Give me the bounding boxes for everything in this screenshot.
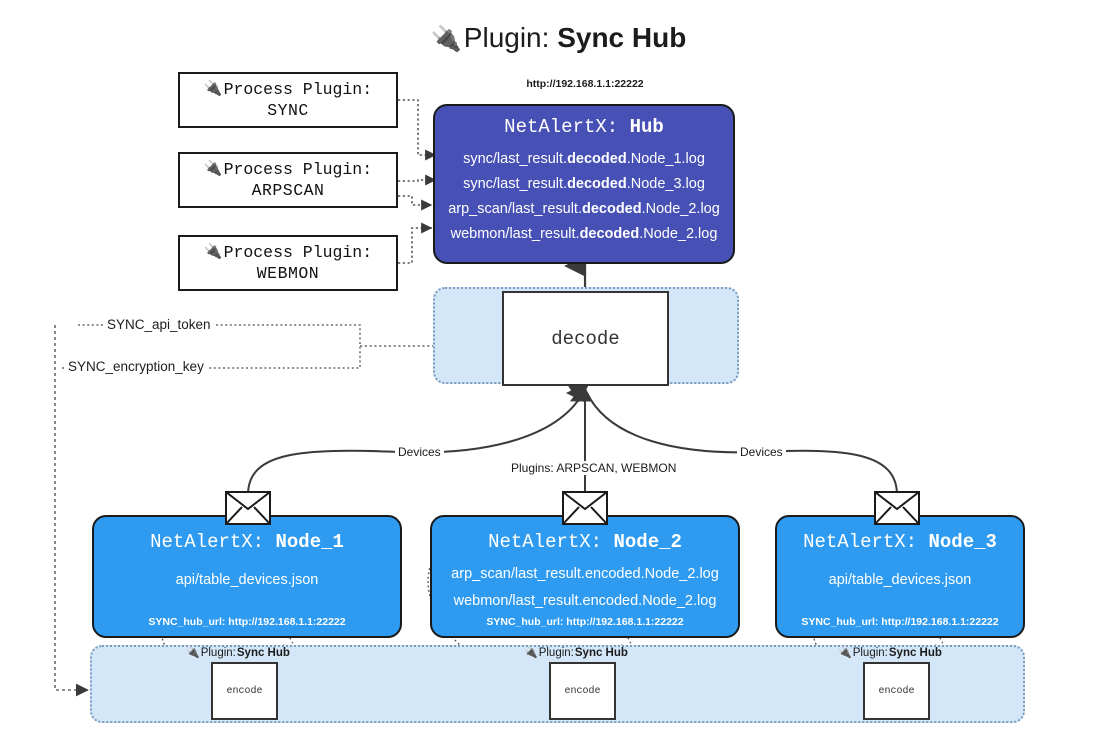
hub-log-bold: decoded: [567, 151, 627, 167]
plug-icon: 🔌: [524, 647, 538, 659]
devices-label-right: Devices: [737, 445, 786, 459]
hub-log-pre: webmon/last_result.: [450, 226, 580, 242]
hub-log-pre: sync/last_result.: [463, 151, 568, 167]
decode-label: decode: [551, 327, 620, 350]
hub-header-name: Hub: [629, 116, 664, 138]
encoder-plugin-label-2: 🔌 Plugin: Sync Hub: [524, 646, 628, 660]
hub-node[interactable]: NetAlertX: Hub sync/last_result.decoded.…: [433, 104, 735, 264]
page-title: 🔌Plugin: Sync Hub: [0, 18, 1117, 59]
encoder-plugin-label-1: 🔌 Plugin: Sync Hub: [186, 646, 290, 660]
encoder-plugin-lead: Plugin:: [200, 646, 236, 659]
encoder-plugin-lead: Plugin:: [852, 646, 888, 659]
encoder-plugin-lead: Plugin:: [538, 646, 574, 659]
sync-encryption-key-label: SYNC_encryption_key: [64, 359, 208, 374]
node-body: arp_scan/last_result.encoded.Node_2.log …: [432, 561, 738, 615]
node-header: NetAlertX: Node_1: [94, 531, 400, 553]
plug-icon: 🔌: [203, 160, 223, 178]
node-box-node-3[interactable]: NetAlertX: Node_3 api/table_devices.json…: [775, 515, 1025, 638]
page-title-strong: Sync Hub: [557, 22, 687, 53]
hub-header: NetAlertX: Hub: [435, 116, 733, 138]
hub-log-line: webmon/last_result.decoded.Node_2.log: [435, 222, 733, 247]
process-plugin-name: WEBMON: [256, 264, 320, 283]
decode-box[interactable]: decode: [502, 291, 669, 386]
envelope-icon: [562, 491, 608, 525]
node-log-line: api/table_devices.json: [828, 572, 972, 588]
encoder-plugin-label-3: 🔌 Plugin: Sync Hub: [838, 646, 942, 660]
node-log-line: arp_scan/last_result.encoded.Node_2.log: [451, 566, 719, 582]
encoder-plugin-name: Sync Hub: [574, 646, 628, 659]
envelope-icon: [874, 491, 920, 525]
node-box-node-1[interactable]: NetAlertX: Node_1 api/table_devices.json…: [92, 515, 402, 638]
process-plugin-label: Process Plugin:: [223, 79, 373, 99]
node-box-node-2[interactable]: NetAlertX: Node_2 arp_scan/last_result.e…: [430, 515, 740, 638]
hub-log-bold: decoded: [567, 176, 627, 192]
process-plugin-line1: 🔌 Process Plugin:: [204, 159, 372, 180]
hub-log-line: arp_scan/last_result.decoded.Node_2.log: [435, 197, 733, 222]
node-body: api/table_devices.json: [777, 567, 1023, 594]
plugins-label-center: Plugins: ARPSCAN, WEBMON: [508, 461, 680, 475]
hub-log-pre: arp_scan/last_result.: [448, 201, 582, 217]
node-header: NetAlertX: Node_3: [777, 531, 1023, 553]
node-header-prefix: NetAlertX:: [150, 531, 265, 553]
process-plugin-box-sync[interactable]: 🔌 Process Plugin: SYNC: [178, 72, 398, 128]
hub-log-post: .Node_3.log: [626, 176, 705, 192]
plug-icon: 🔌: [203, 243, 223, 261]
envelope-icon: [225, 491, 271, 525]
node-log-line: webmon/last_result.encoded.Node_2.log: [453, 593, 717, 609]
hub-log-bold: decoded: [579, 226, 640, 242]
encode-box-1[interactable]: encode: [211, 662, 278, 720]
hub-log-pre: sync/last_result.: [463, 176, 568, 192]
encode-label: encode: [878, 685, 915, 697]
encoder-plugin-name: Sync Hub: [888, 646, 942, 659]
page-title-lead: Plugin:: [463, 22, 550, 53]
hub-url-label: http://192.168.1.1:22222: [526, 78, 644, 90]
node-header-prefix: NetAlertX:: [803, 531, 918, 553]
process-plugin-label: Process Plugin:: [223, 242, 373, 262]
hub-log-post: .Node_2.log: [641, 201, 720, 217]
hub-header-prefix: NetAlertX:: [504, 116, 619, 138]
process-plugin-box-webmon[interactable]: 🔌 Process Plugin: WEBMON: [178, 235, 398, 291]
encode-box-3[interactable]: encode: [863, 662, 930, 720]
node-hub-url: SYNC_hub_url: http://192.168.1.1:22222: [801, 616, 999, 628]
encode-box-2[interactable]: encode: [549, 662, 616, 720]
plug-icon: 🔌: [203, 80, 223, 98]
node-body: api/table_devices.json: [94, 567, 400, 594]
process-plugin-name: SYNC: [267, 101, 309, 120]
sync-api-token-label: SYNC_api_token: [103, 317, 215, 332]
node-header-name: Node_3: [928, 531, 997, 553]
node-hub-url: SYNC_hub_url: http://192.168.1.1:22222: [486, 616, 684, 628]
plug-icon: 🔌: [838, 647, 852, 659]
node-header-prefix: NetAlertX:: [488, 531, 603, 553]
plug-icon: 🔌: [186, 647, 200, 659]
hub-log-post: .Node_1.log: [626, 151, 705, 167]
node-header: NetAlertX: Node_2: [432, 531, 738, 553]
node-header-name: Node_2: [613, 531, 682, 553]
hub-log-line: sync/last_result.decoded.Node_1.log: [435, 147, 733, 172]
process-plugin-box-arpscan[interactable]: 🔌 Process Plugin: ARPSCAN: [178, 152, 398, 208]
process-plugin-name: ARPSCAN: [251, 181, 325, 200]
encoder-plugin-name: Sync Hub: [236, 646, 290, 659]
node-log-line: api/table_devices.json: [175, 572, 319, 588]
devices-label-left: Devices: [395, 445, 444, 459]
process-plugin-label: Process Plugin:: [223, 159, 373, 179]
node-header-name: Node_1: [275, 531, 344, 553]
hub-log-line: sync/last_result.decoded.Node_3.log: [435, 172, 733, 197]
encode-label: encode: [226, 685, 263, 697]
hub-log-post: .Node_2.log: [639, 226, 718, 242]
encode-label: encode: [564, 685, 601, 697]
hub-log-bold: decoded: [581, 201, 642, 217]
process-plugin-line1: 🔌 Process Plugin:: [204, 79, 372, 100]
node-hub-url: SYNC_hub_url: http://192.168.1.1:22222: [148, 616, 346, 628]
process-plugin-line1: 🔌 Process Plugin:: [204, 242, 372, 263]
plug-icon: 🔌: [430, 25, 462, 53]
